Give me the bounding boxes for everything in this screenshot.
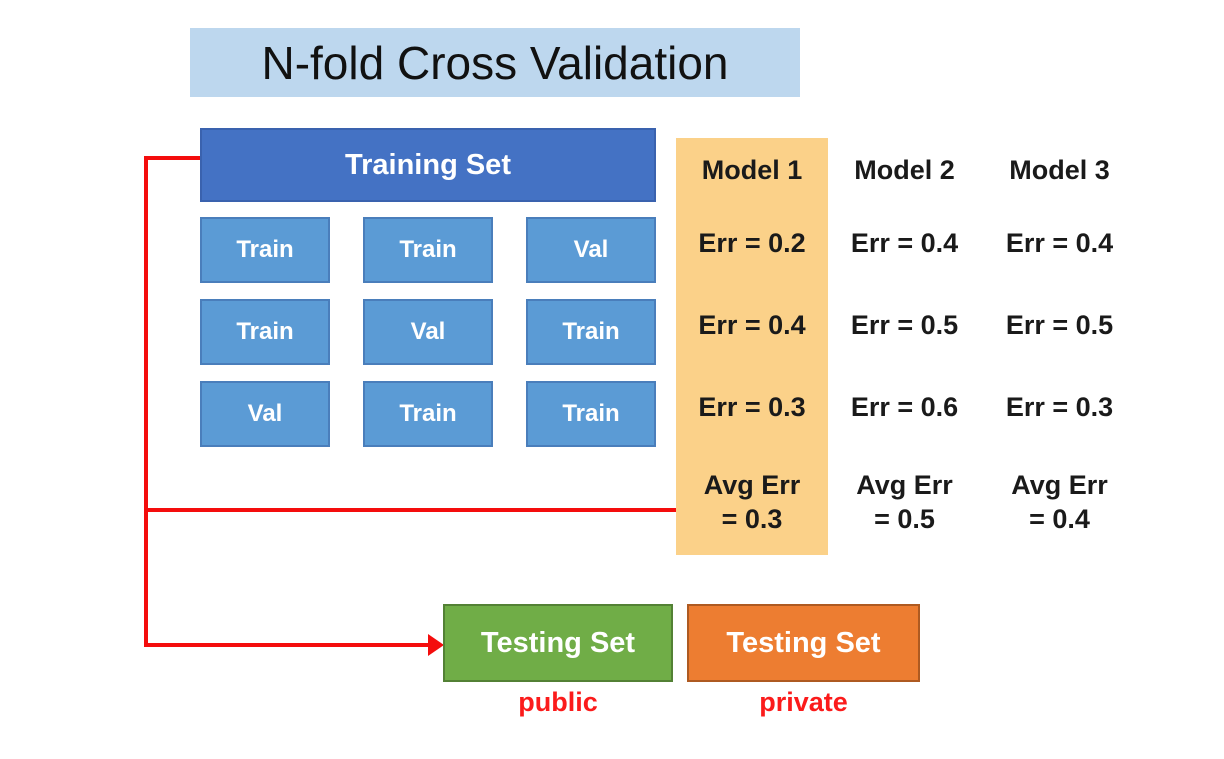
model-2-header: Model 2 (854, 154, 955, 185)
red-arrowhead-icon (428, 634, 444, 656)
model-2-avg-label: Avg Err (856, 469, 953, 500)
fold-cell-r3c2: Train (363, 381, 493, 447)
model-3-avg-value: = 0.4 (1029, 503, 1090, 534)
model-2-err-fold1: Err = 0.4 (850, 227, 959, 258)
model-1-err-fold2: Err = 0.4 (698, 309, 806, 340)
fold-cell-r1c2: Train (363, 217, 493, 283)
testing-set-public-box: Testing Set (443, 604, 673, 682)
model-2-err-fold2: Err = 0.5 (850, 309, 959, 340)
fold-cell-r3c1: Val (200, 381, 330, 447)
model-3-header: Model 3 (1009, 154, 1110, 185)
fold-cell-r1c3: Val (526, 217, 656, 283)
fold-cell-r1c1: Train (200, 217, 330, 283)
model-1-highlight (676, 138, 828, 555)
model-2-avg-value: = 0.5 (874, 503, 935, 534)
model-1-avg-label: Avg Err (703, 469, 801, 500)
fold-grid: Train Train Val Train Val Train Val Trai… (200, 217, 656, 447)
model-3-err-fold1: Err = 0.4 (1005, 227, 1114, 258)
fold-cell-r3c3: Train (526, 381, 656, 447)
models-panel: Model 1 Model 2 Model 3 Err = 0.2 Err = … (676, 138, 1138, 555)
model-2-err-fold3: Err = 0.6 (850, 391, 959, 422)
testing-set-private-box: Testing Set (687, 604, 920, 682)
red-connector-to-model1 (144, 508, 676, 512)
fold-cell-r2c2: Val (363, 299, 493, 365)
model-1-err-fold3: Err = 0.3 (698, 391, 806, 422)
model-1-avg-value: = 0.3 (721, 503, 783, 534)
model-2-avg-err: Avg Err = 0.5 (828, 448, 981, 555)
model-1-avg-err: Avg Err = 0.3 (676, 448, 828, 555)
fold-cell-r2c3: Train (526, 299, 656, 365)
red-connector-vertical (144, 156, 148, 647)
testing-public-caption: public (518, 686, 598, 717)
model-3-avg-err: Avg Err = 0.4 (981, 448, 1138, 555)
fold-cell-r2c1: Train (200, 299, 330, 365)
red-connector-to-training (144, 156, 202, 160)
training-set-header: Training Set (200, 128, 656, 202)
model-3-err-fold3: Err = 0.3 (1005, 391, 1114, 422)
red-connector-to-testing (144, 643, 430, 647)
testing-private-caption: private (759, 686, 848, 717)
page-title: N-fold Cross Validation (190, 28, 800, 97)
model-3-avg-label: Avg Err (1011, 469, 1108, 500)
model-1-err-fold1: Err = 0.2 (698, 227, 806, 258)
model-1-header: Model 1 (701, 154, 803, 185)
model-3-err-fold2: Err = 0.5 (1005, 309, 1114, 340)
